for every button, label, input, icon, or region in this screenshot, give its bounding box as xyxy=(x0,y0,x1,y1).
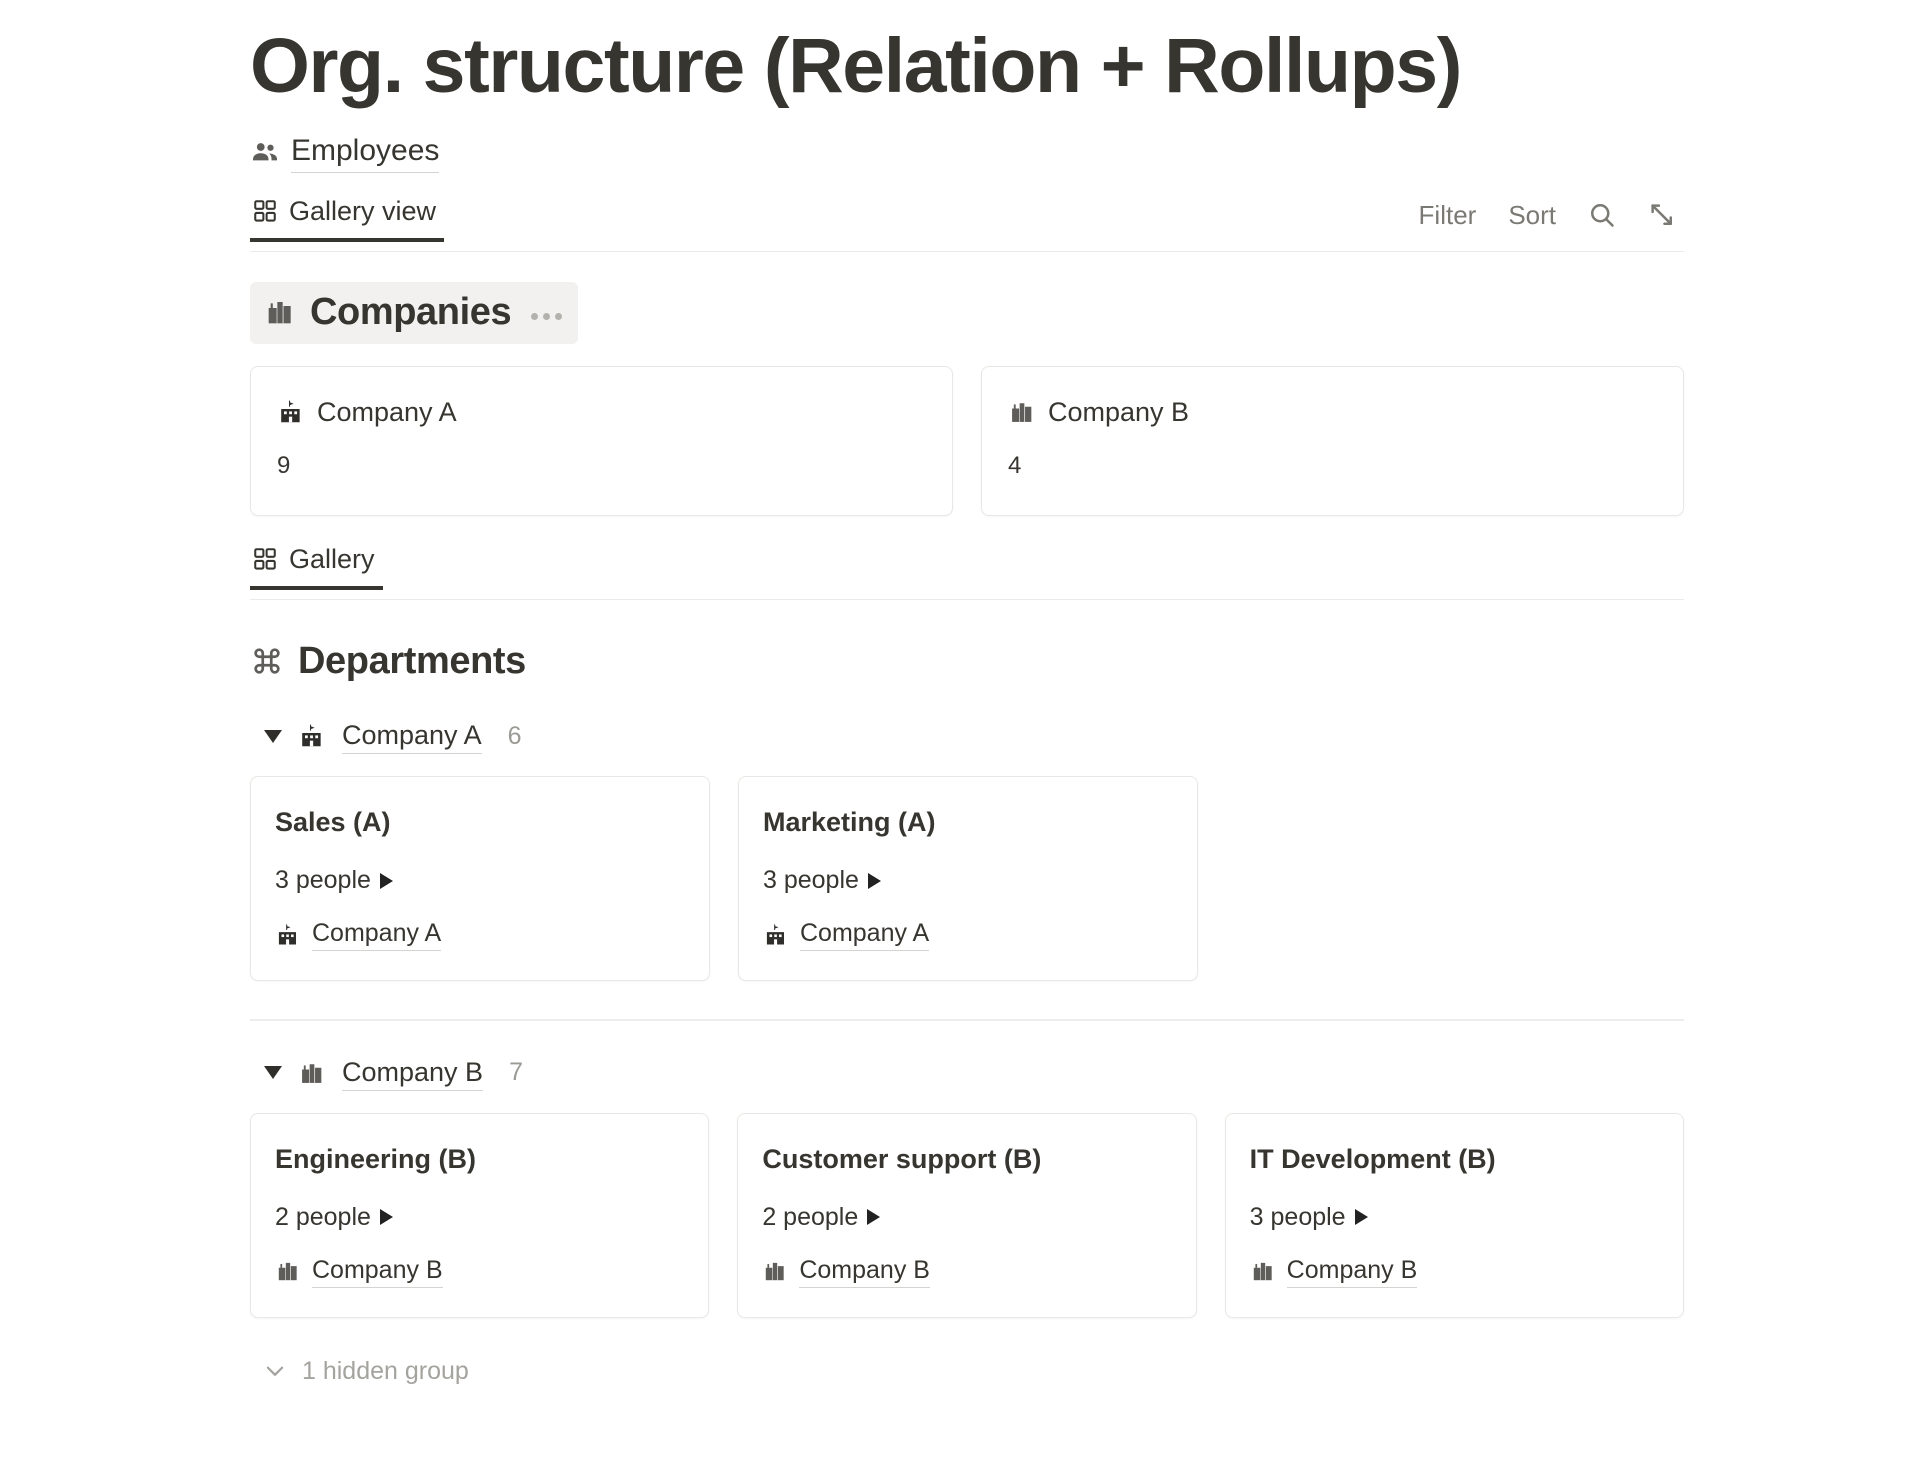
department-card-title: IT Development (B) xyxy=(1249,1143,1496,1174)
breadcrumb-label[interactable]: Employees xyxy=(291,132,440,173)
department-card-people[interactable]: 3 people xyxy=(763,865,1173,896)
expand-icon[interactable] xyxy=(1644,198,1680,232)
department-card[interactable]: Sales (A) 3 people xyxy=(250,776,710,981)
company-card[interactable]: Company B 4 xyxy=(981,366,1684,516)
hidden-group-label: 1 hidden group xyxy=(302,1356,469,1385)
filter-button[interactable]: Filter xyxy=(1418,200,1477,230)
departments-view-toolbar: Gallery xyxy=(250,542,1684,600)
cityscape-icon xyxy=(275,1258,301,1284)
tab-gallery-view-label: Gallery view xyxy=(289,196,437,226)
people-icon xyxy=(250,137,280,167)
department-card-people[interactable]: 2 people xyxy=(762,1202,1171,1233)
group-count: 7 xyxy=(509,1058,523,1086)
expand-relation-icon[interactable] xyxy=(1354,1209,1368,1225)
tab-gallery[interactable]: Gallery xyxy=(250,542,383,590)
group-header-company-b[interactable]: Company B 7 xyxy=(250,1055,1684,1091)
department-card-title: Customer support (B) xyxy=(762,1143,1042,1174)
command-icon xyxy=(250,644,284,678)
department-card-people-label: 3 people xyxy=(763,866,859,894)
gallery-icon xyxy=(252,198,278,224)
page-title: Org. structure (Relation + Rollups) xyxy=(250,23,1462,109)
hidden-group-toggle[interactable]: 1 hidden group xyxy=(250,1356,1684,1387)
group-count: 6 xyxy=(507,721,522,750)
cityscape-icon xyxy=(762,1258,788,1284)
department-card-relation[interactable]: Company B xyxy=(1250,1255,1659,1288)
sort-button[interactable]: Sort xyxy=(1508,200,1556,230)
department-card[interactable]: Customer support (B) 2 people Comp xyxy=(737,1112,1197,1318)
department-card-relation[interactable]: Company A xyxy=(275,918,685,951)
search-icon[interactable] xyxy=(1584,198,1620,232)
department-card-people-label: 3 people xyxy=(275,866,371,894)
school-building-icon xyxy=(275,922,301,948)
expand-relation-icon[interactable] xyxy=(379,1209,393,1225)
departments-block-title: Departments xyxy=(298,640,526,682)
department-card-people[interactable]: 3 people xyxy=(1250,1202,1659,1233)
expand-relation-icon[interactable] xyxy=(867,872,881,889)
relation-link[interactable]: Company A xyxy=(312,918,442,951)
collapse-triangle-icon[interactable] xyxy=(264,1066,282,1079)
tab-gallery-label: Gallery xyxy=(289,544,375,574)
company-card[interactable]: Company A 9 xyxy=(250,366,953,516)
relation-link[interactable]: Company B xyxy=(799,1255,930,1288)
relation-link[interactable]: Company B xyxy=(1286,1255,1418,1288)
department-card-relation[interactable]: Company B xyxy=(275,1255,684,1288)
group-divider xyxy=(250,1019,1684,1021)
view-actions: Filter Sort xyxy=(1415,194,1684,233)
group-name[interactable]: Company B xyxy=(342,1055,484,1091)
group-header-company-a[interactable]: Company A 6 xyxy=(250,718,1684,754)
department-card[interactable]: Engineering (B) 2 people Company B xyxy=(250,1112,710,1318)
company-card-value: 9 xyxy=(277,452,291,479)
company-card-title-row: Company A xyxy=(277,395,926,429)
tab-gallery-view[interactable]: Gallery view xyxy=(250,194,445,242)
department-card-title: Sales (A) xyxy=(275,807,391,837)
department-card-relation[interactable]: Company A xyxy=(763,918,1173,951)
company-card-title: Company B xyxy=(1048,397,1190,427)
chevron-down-icon[interactable] xyxy=(262,1358,288,1384)
school-building-icon xyxy=(298,722,326,750)
department-card-relation[interactable]: Company B xyxy=(762,1255,1171,1288)
departments-group-b-grid: Engineering (B) 2 people Company B xyxy=(250,1112,1684,1318)
relation-link[interactable]: Company B xyxy=(312,1255,443,1288)
collapse-triangle-icon[interactable] xyxy=(264,729,282,743)
department-card-title: Marketing (A) xyxy=(763,807,936,837)
page-content: Org. structure (Relation + Rollups) Empl… xyxy=(250,18,1684,1387)
view-toolbar: Gallery view Filter Sort xyxy=(250,194,1684,252)
gallery-icon xyxy=(252,546,278,572)
company-card-value: 4 xyxy=(1008,452,1022,479)
school-building-icon xyxy=(277,398,305,426)
companies-block-header[interactable]: Companies xyxy=(250,282,579,344)
cityscape-icon xyxy=(1250,1258,1276,1284)
cityscape-icon xyxy=(264,296,296,328)
department-card-people[interactable]: 3 people xyxy=(275,865,685,896)
department-card-people[interactable]: 2 people xyxy=(275,1202,684,1233)
company-card-title: Company A xyxy=(317,397,457,427)
company-card-title-row: Company B xyxy=(1008,395,1657,429)
cityscape-icon xyxy=(1008,398,1036,426)
expand-relation-icon[interactable] xyxy=(867,1209,881,1225)
companies-block-title: Companies xyxy=(310,291,512,333)
school-building-icon xyxy=(763,922,789,948)
department-card[interactable]: Marketing (A) 3 people xyxy=(738,776,1198,981)
departments-block-header[interactable]: Departments xyxy=(250,638,1684,684)
group-name[interactable]: Company A xyxy=(342,718,482,754)
companies-card-grid: Company A 9 Company B 4 xyxy=(250,366,1684,516)
expand-relation-icon[interactable] xyxy=(379,872,393,889)
department-card[interactable]: IT Development (B) 3 people Compan xyxy=(1224,1112,1684,1318)
department-card-people-label: 2 people xyxy=(275,1202,371,1231)
department-card-title: Engineering (B) xyxy=(275,1143,476,1174)
department-card-people-label: 3 people xyxy=(1249,1202,1346,1231)
ellipsis-icon[interactable] xyxy=(531,312,563,320)
cityscape-icon xyxy=(298,1059,326,1087)
departments-group-a-grid: Sales (A) 3 people xyxy=(250,776,1684,981)
department-card-people-label: 2 people xyxy=(762,1202,859,1231)
breadcrumb[interactable]: Employees xyxy=(250,132,1684,173)
relation-link[interactable]: Company A xyxy=(800,918,930,951)
